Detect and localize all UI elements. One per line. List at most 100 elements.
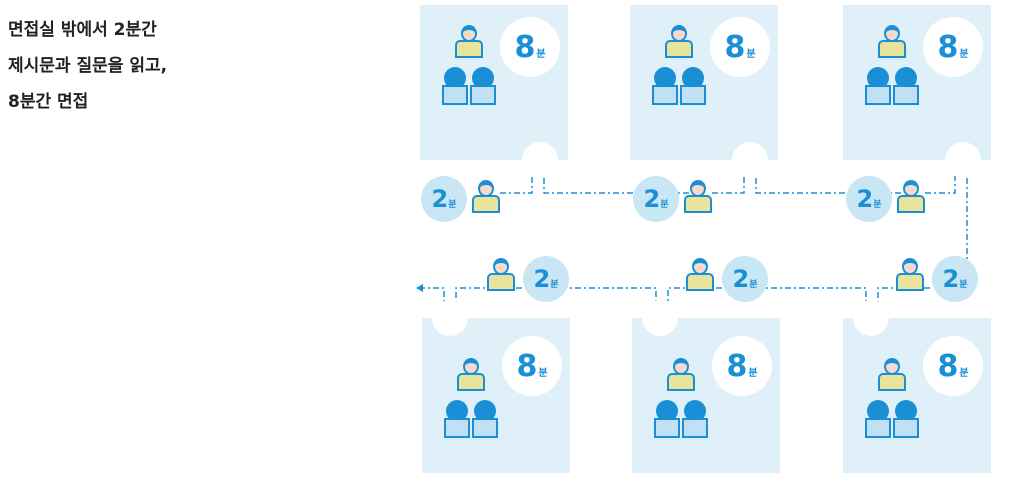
body [472, 195, 500, 213]
timer-minutes: 8 [516, 348, 538, 384]
examiner-icon [652, 67, 678, 105]
examiner-icon [470, 67, 496, 105]
examiner-icon [893, 400, 919, 438]
examiner-icon [680, 67, 706, 105]
interviewee-icon [896, 258, 924, 292]
body [455, 40, 483, 58]
flow-line [568, 287, 657, 325]
examiner-icon [654, 400, 680, 438]
examiner-icon [472, 400, 498, 438]
body [442, 85, 468, 105]
body [865, 418, 891, 438]
interviewee-icon [457, 358, 485, 392]
body [878, 373, 906, 391]
timer-minutes: 8 [937, 348, 959, 384]
wait-unit: 분 [959, 279, 968, 290]
caption-line-2: 제시문과 질문을 읽고, [8, 56, 168, 76]
body [893, 85, 919, 105]
timer-unit: 분 [748, 367, 758, 379]
wait-minutes: 2 [533, 265, 551, 293]
timer-unit: 분 [538, 367, 548, 379]
flow-line [765, 287, 867, 325]
head [474, 400, 496, 422]
head [867, 67, 889, 89]
interviewee-icon [878, 25, 906, 59]
door-notch [522, 142, 558, 178]
head [684, 400, 706, 422]
body [878, 40, 906, 58]
body [684, 195, 712, 213]
wait-minutes: 2 [431, 185, 449, 213]
head [867, 400, 889, 422]
body [654, 418, 680, 438]
wait-unit: 분 [660, 199, 669, 210]
body [896, 273, 924, 291]
door-notch [945, 142, 981, 178]
head [444, 67, 466, 89]
examiner-icon [893, 67, 919, 105]
wait-unit: 분 [873, 199, 882, 210]
body [457, 373, 485, 391]
caption-line-1: 면접실 밖에서 2분간 [8, 20, 157, 40]
wait-unit: 분 [448, 199, 457, 210]
door-notch [732, 142, 768, 178]
head [895, 67, 917, 89]
interviewee-icon [455, 25, 483, 59]
body [667, 373, 695, 391]
head [472, 67, 494, 89]
body [897, 195, 925, 213]
body [865, 85, 891, 105]
wait-minutes: 2 [942, 265, 960, 293]
interviewee-icon [487, 258, 515, 292]
body [680, 85, 706, 105]
head [446, 400, 468, 422]
timer-unit: 분 [746, 48, 756, 60]
head [895, 400, 917, 422]
door-notch [432, 300, 468, 336]
examiner-icon [865, 400, 891, 438]
examiner-icon [442, 67, 468, 105]
arrow-head [416, 284, 423, 292]
body [686, 273, 714, 291]
door-notch [642, 300, 678, 336]
body [665, 40, 693, 58]
head [654, 67, 676, 89]
timer-minutes: 8 [726, 348, 748, 384]
head [656, 400, 678, 422]
wait-minutes: 2 [732, 265, 750, 293]
flow-line [455, 287, 522, 325]
timer-unit: 분 [959, 367, 969, 379]
interviewee-icon [472, 180, 500, 214]
door-notch [853, 300, 889, 336]
examiner-icon [682, 400, 708, 438]
head [682, 67, 704, 89]
interviewee-icon [878, 358, 906, 392]
body [444, 418, 470, 438]
interviewee-icon [665, 25, 693, 59]
examiner-icon [444, 400, 470, 438]
timer-minutes: 8 [724, 29, 746, 65]
timer-minutes: 8 [514, 29, 536, 65]
flow-line [420, 287, 445, 325]
wait-unit: 분 [550, 279, 559, 290]
interviewee-icon [897, 180, 925, 214]
body [470, 85, 496, 105]
body [682, 418, 708, 438]
interviewee-icon [667, 358, 695, 392]
body [652, 85, 678, 105]
wait-unit: 분 [749, 279, 758, 290]
body [472, 418, 498, 438]
